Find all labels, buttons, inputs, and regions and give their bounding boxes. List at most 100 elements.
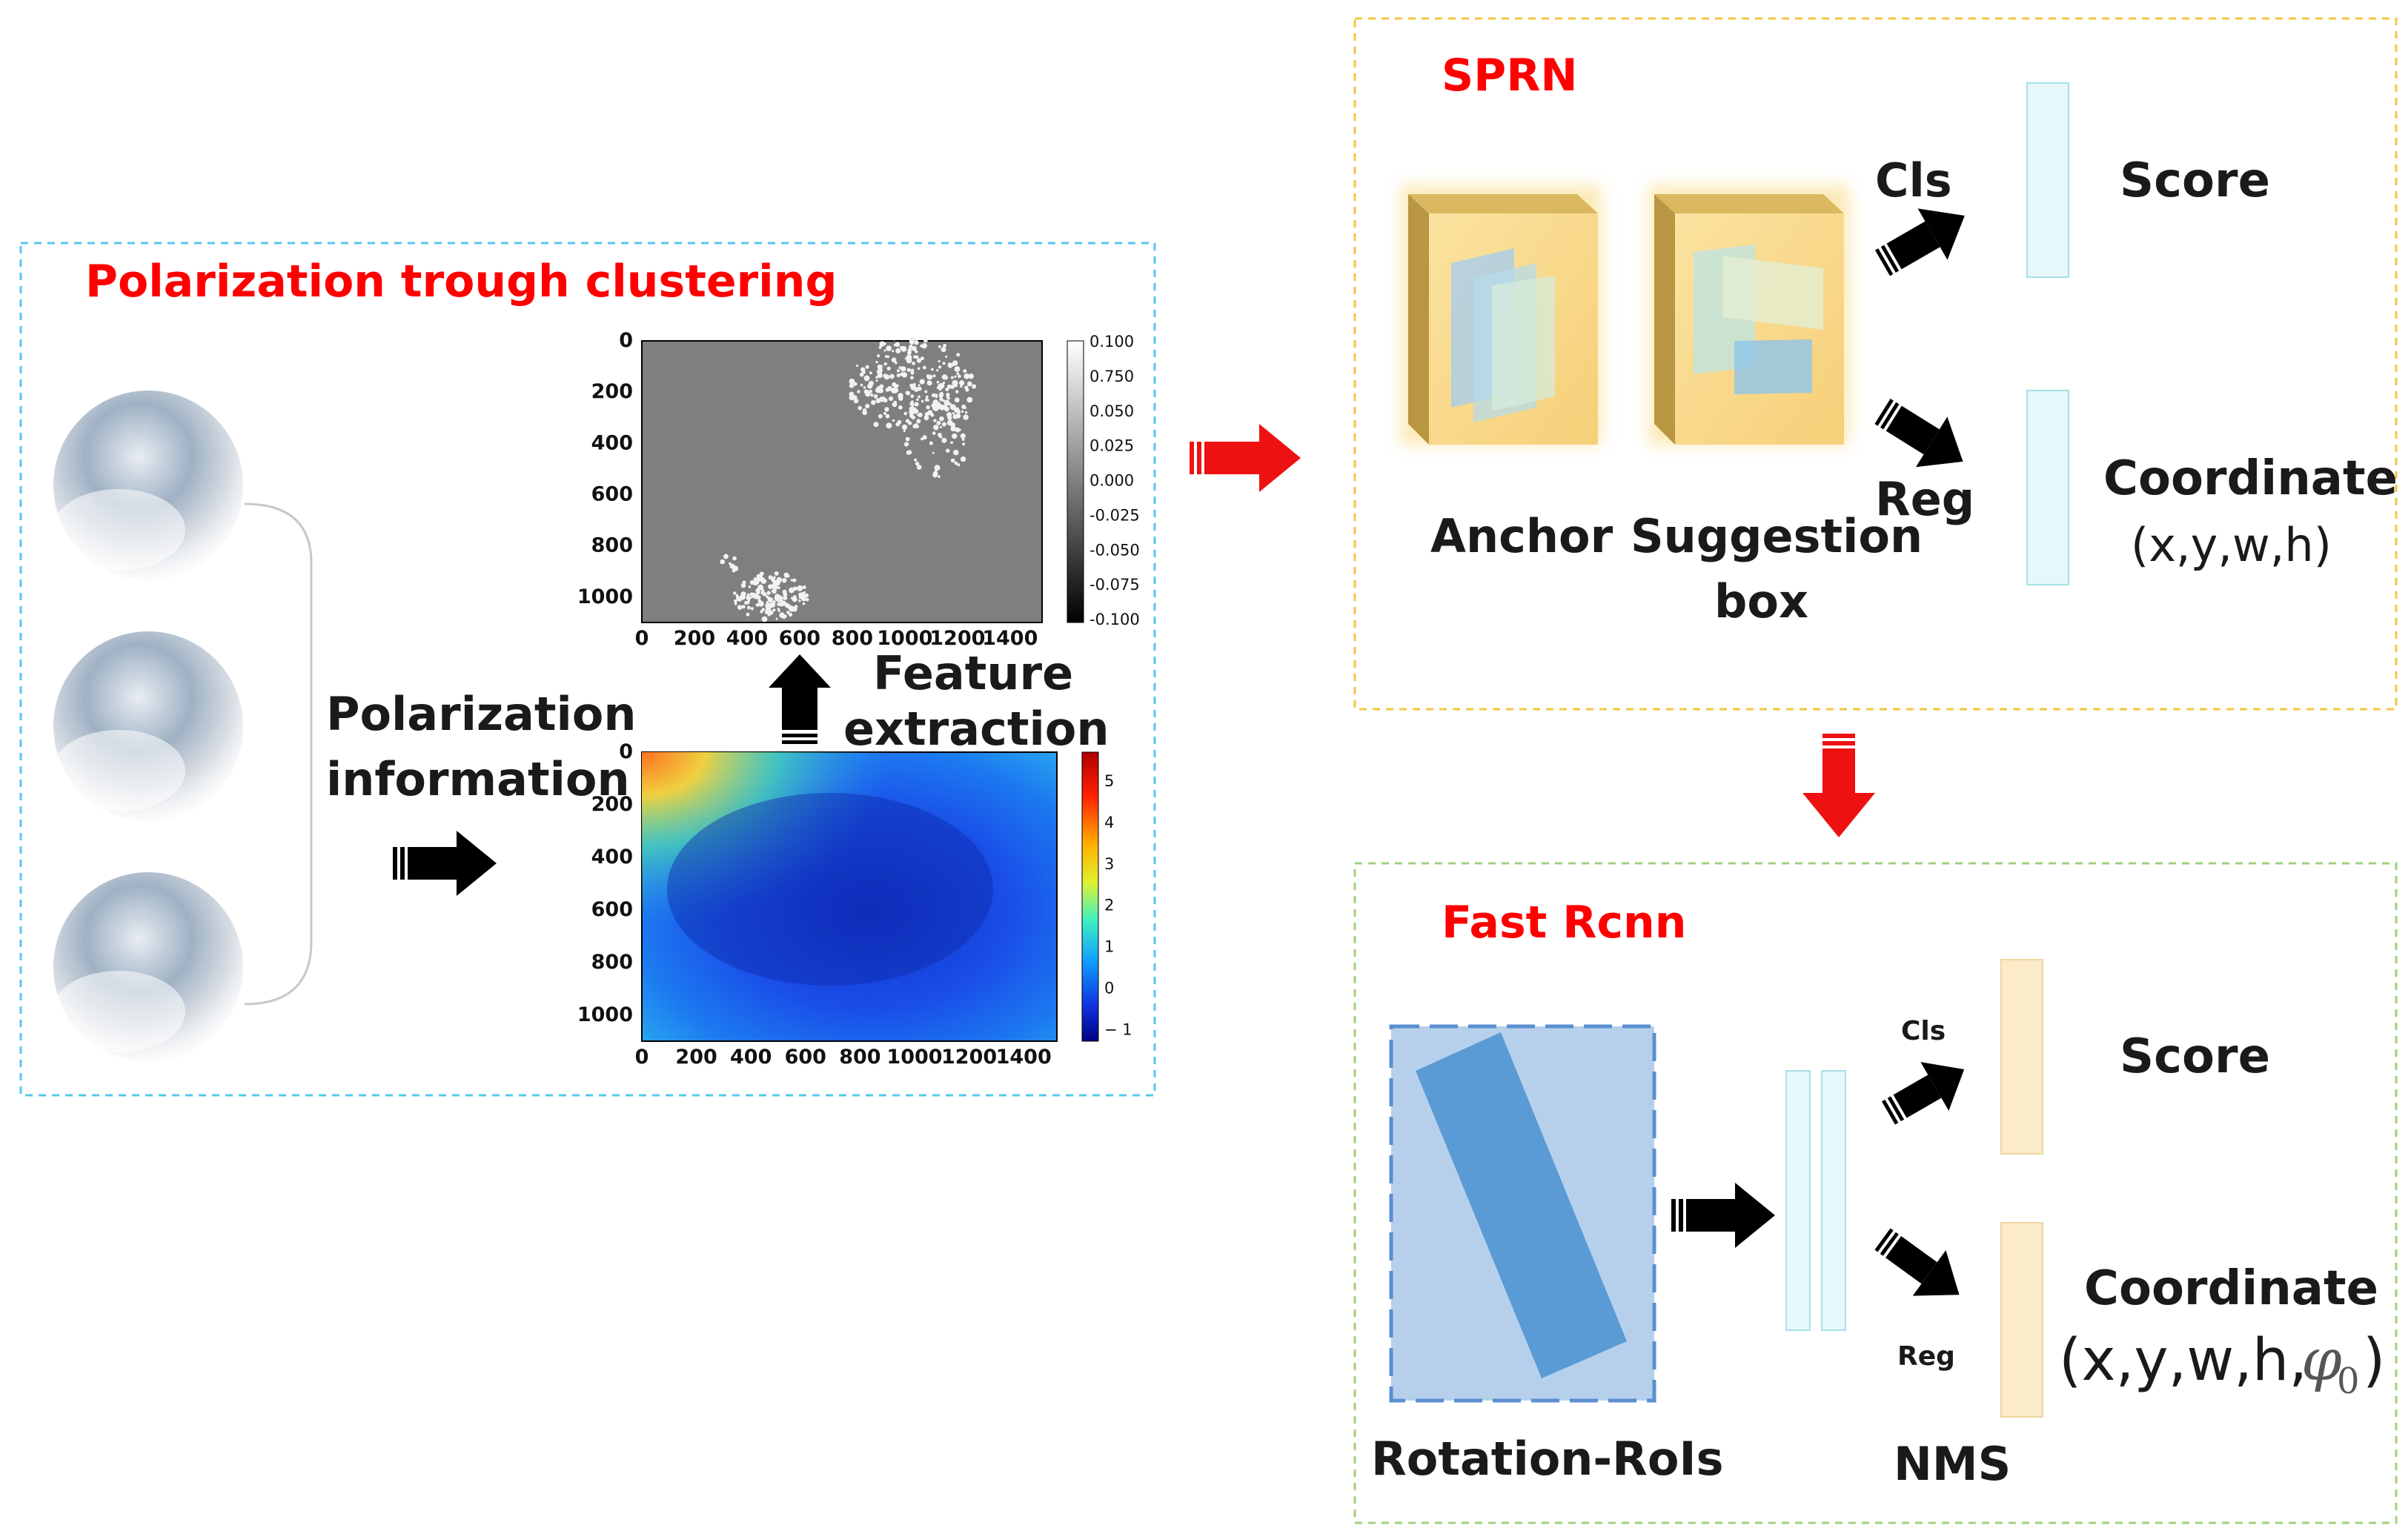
speckle	[865, 365, 869, 369]
speckle	[937, 403, 942, 408]
speckle	[863, 389, 869, 394]
phi-symbol: φ	[2301, 1327, 2342, 1394]
speckle	[968, 374, 972, 378]
speckle	[734, 602, 737, 605]
speckle	[898, 405, 903, 410]
speckle	[873, 393, 878, 399]
speckle	[926, 405, 930, 410]
speckle	[805, 597, 809, 602]
speckle	[952, 360, 958, 366]
speckle	[741, 583, 745, 588]
suggestion-box-feature-cube	[1649, 185, 1849, 445]
speckle	[945, 388, 949, 391]
clustering-panel-border	[19, 242, 1156, 1097]
speckle	[897, 419, 902, 425]
colorbar-tick-label: 0.100	[1089, 333, 1134, 351]
speckle	[916, 465, 922, 470]
colorbar-tick-label: − 1	[1104, 1020, 1132, 1038]
speckle	[780, 612, 784, 617]
speckle	[914, 402, 919, 407]
sprn-panel-title: SPRN	[1442, 50, 1578, 102]
speckle	[883, 342, 886, 345]
colorbar-tick-label: 0	[1104, 980, 1114, 997]
speckle	[949, 385, 955, 389]
arrow-to-fast-rcnn	[1802, 734, 1875, 837]
speckle	[849, 383, 855, 388]
speckle	[961, 438, 965, 442]
speckle	[961, 381, 964, 385]
speckle	[966, 381, 972, 387]
speckle	[910, 376, 914, 380]
speckle	[916, 358, 922, 363]
speckle	[746, 612, 750, 617]
speckle	[950, 376, 954, 379]
speckle	[960, 385, 963, 388]
speckle	[775, 571, 779, 576]
x-tick-label: 1400	[982, 627, 1038, 650]
speckle	[794, 605, 798, 608]
rcnn-coordinate-tuple-text: (x,y,w,h,	[2059, 1327, 2307, 1394]
speckle	[950, 458, 955, 463]
speckle	[749, 592, 754, 597]
x-tick-label: 600	[779, 627, 820, 650]
fast-rcnn-panel-title: Fast Rcnn	[1442, 897, 1686, 949]
speckle	[916, 398, 919, 402]
speckle	[921, 343, 927, 349]
speckle	[893, 338, 896, 341]
speckle	[878, 345, 882, 349]
speckle	[767, 597, 774, 602]
colorbar-tick-label: 0.050	[1089, 402, 1134, 420]
top-heatmap-colorbar	[1067, 340, 1084, 623]
speckle	[783, 572, 789, 578]
speckle	[878, 414, 883, 419]
speckle	[789, 612, 793, 617]
speckle	[957, 411, 961, 414]
speckle	[966, 388, 969, 391]
speckle	[892, 387, 899, 393]
speckle	[765, 602, 771, 608]
speckle	[746, 595, 750, 600]
speckle	[742, 580, 746, 585]
speckle	[777, 608, 780, 611]
speckle	[766, 591, 771, 595]
x-tick-label: 200	[674, 627, 715, 650]
speckle	[918, 384, 921, 387]
speckle	[760, 610, 763, 614]
speckle	[925, 395, 929, 399]
speckle	[912, 424, 918, 429]
speckle	[761, 608, 765, 611]
speckle	[775, 617, 778, 620]
y-tick-label: 0	[619, 740, 633, 763]
speckle	[894, 385, 898, 388]
y-tick-label: 200	[591, 380, 633, 403]
speckle	[914, 458, 918, 462]
top-heatmap-speckles	[720, 336, 977, 622]
speckle	[952, 412, 955, 415]
speckle	[940, 425, 943, 428]
speckle	[964, 411, 968, 414]
x-tick-label: 0	[635, 627, 649, 650]
speckle	[744, 601, 748, 605]
speckle	[895, 348, 901, 353]
speckle	[869, 371, 872, 375]
rcnn-reg-label: Reg	[1897, 1341, 1955, 1372]
speckle	[941, 374, 948, 380]
speckle	[877, 386, 880, 389]
y-tick-label: 800	[591, 534, 633, 557]
rcnn-score-feature-bar	[2000, 959, 2043, 1155]
speckle	[886, 366, 891, 371]
sprn-reg-label: Reg	[1875, 472, 1974, 526]
speckle	[909, 336, 915, 342]
speckle	[772, 608, 776, 612]
speckle	[936, 420, 941, 425]
speckle	[772, 579, 779, 586]
speckle	[906, 354, 912, 361]
feature-extraction-label-line2: extraction	[843, 702, 1109, 756]
speckle	[958, 428, 961, 431]
sprn-score-label: Score	[2120, 153, 2270, 208]
speckle	[736, 597, 740, 601]
speckle	[857, 390, 860, 393]
x-tick-label: 1200	[929, 627, 985, 650]
speckle	[763, 592, 767, 597]
